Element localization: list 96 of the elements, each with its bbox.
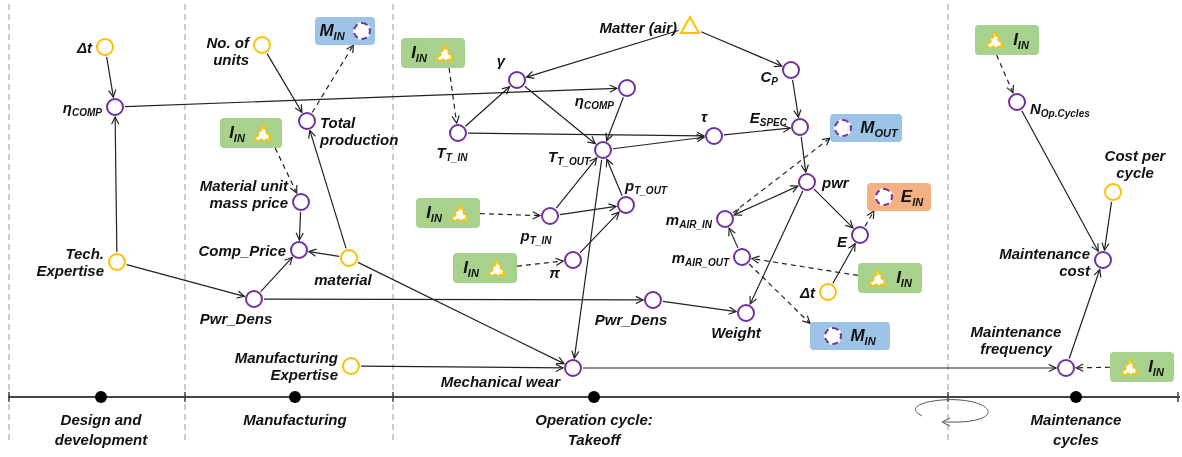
arrow — [700, 31, 783, 68]
variable-label: Tech. Expertise — [35, 245, 104, 279]
arrow — [751, 255, 859, 277]
variable-label: Cost per cycle — [1103, 147, 1167, 181]
variable-label: Total production — [320, 114, 400, 148]
input-box: I$_{IN}$ — [1110, 352, 1174, 382]
arrow — [106, 56, 117, 98]
arrow — [748, 263, 811, 324]
arrow — [612, 134, 705, 150]
input-box: I$_{IN}$ — [453, 253, 517, 283]
matter-box: M$_{IN}$ — [315, 17, 375, 45]
variable-label: No. of units — [205, 34, 249, 68]
arrow — [1075, 363, 1111, 372]
variable-label: C$_{P}$ — [760, 67, 778, 85]
arrow — [260, 256, 293, 293]
phase-label: Maintenance cycles — [1029, 410, 1123, 450]
input-box: I$_{IN}$ — [416, 198, 480, 228]
arrow — [1021, 110, 1099, 252]
variable-label: γ — [496, 52, 506, 69]
arrow — [571, 159, 603, 359]
arrow — [800, 136, 809, 173]
arrow — [448, 67, 460, 124]
arrow — [111, 116, 120, 253]
arrow — [360, 363, 564, 373]
arrow — [295, 211, 304, 241]
arrow — [749, 190, 804, 305]
energy-box: E$_{IN}$ — [867, 183, 931, 211]
variable-label: Manufacturing Expertise — [233, 349, 338, 383]
arrow — [605, 158, 623, 197]
matter-box: M$_{IN}$ — [810, 322, 890, 350]
variable-label: Comp_Price — [198, 241, 286, 259]
variable-label: m$_{AIR_OUT}$ — [671, 248, 729, 266]
arrow — [732, 137, 831, 214]
input-box: I$_{IN}$ — [401, 38, 465, 68]
arrow — [274, 147, 298, 194]
arrow — [479, 211, 541, 220]
variable-label: π — [549, 263, 560, 281]
arrow — [579, 211, 620, 254]
arrow — [126, 264, 245, 299]
arrow — [1101, 201, 1113, 251]
arrow — [357, 261, 565, 365]
arrow — [723, 124, 791, 136]
arrow — [662, 300, 737, 315]
arrow — [832, 243, 856, 284]
variable-label: E — [837, 232, 847, 250]
variable-label: p$_{T_IN}$ — [520, 227, 552, 244]
variable-label: material — [314, 271, 372, 288]
arrow — [467, 131, 705, 140]
arrow — [728, 227, 739, 249]
variable-label: pwr — [822, 173, 849, 191]
phase-label: Operation cycle: Takeoff — [534, 410, 654, 450]
arrow — [555, 157, 598, 209]
variable-label: Pwr_Dens — [594, 311, 668, 328]
arrow — [559, 203, 617, 216]
arrow — [1068, 268, 1102, 360]
arrow — [464, 86, 511, 127]
arrow — [813, 188, 854, 229]
variable-label: Pwr_Dens — [199, 310, 273, 327]
variable-label: Maintenance frequency — [969, 323, 1063, 357]
variable-label: Δt — [76, 38, 92, 56]
variable-label: p$_{T_OUT}$ — [625, 177, 667, 194]
variable-label: m$_{AIR_IN}$ — [665, 210, 712, 228]
arrow — [266, 53, 303, 113]
matter-box: M$_{OUT}$ — [830, 114, 902, 142]
phase-label: Manufacturing — [242, 410, 348, 430]
variable-label: Δt — [799, 283, 815, 301]
variable-label: Matter (air) — [599, 18, 677, 36]
variable-label: N$_{Op.Cycles}$ — [1030, 99, 1090, 117]
variable-label: E$_{SPEC}$ — [749, 108, 787, 126]
variable-label: Maintenance cost — [998, 245, 1090, 279]
variable-label: Material unit mass price — [198, 177, 288, 211]
input-box: I$_{IN}$ — [858, 263, 922, 293]
variable-label: Mechanical wear — [440, 372, 560, 390]
input-box: I$_{IN}$ — [220, 118, 282, 148]
variable-label: T$_{T_OUT}$ — [548, 147, 590, 165]
variable-label: η$_{COMP}$ — [574, 91, 614, 109]
arrow — [791, 79, 802, 118]
arrow — [733, 185, 799, 216]
arrow — [524, 85, 596, 145]
arrow — [516, 257, 564, 267]
variable-label: τ — [700, 108, 708, 125]
variable-label: T$_{T_IN}$ — [436, 144, 468, 161]
variable-label: η$_{COMP}$ — [62, 98, 102, 116]
arrow — [311, 44, 355, 114]
arrow — [124, 84, 618, 108]
arrow — [582, 363, 1057, 373]
arrow — [605, 96, 624, 142]
input-box: I$_{IN}$ — [975, 25, 1039, 55]
arrow — [308, 248, 340, 258]
arrow — [525, 29, 680, 79]
arrow — [263, 295, 644, 305]
phase-label: Design and development — [53, 410, 149, 450]
variable-label: Weight — [711, 324, 761, 341]
arrow — [864, 210, 875, 227]
arrow — [308, 129, 347, 250]
arrow — [995, 54, 1014, 94]
